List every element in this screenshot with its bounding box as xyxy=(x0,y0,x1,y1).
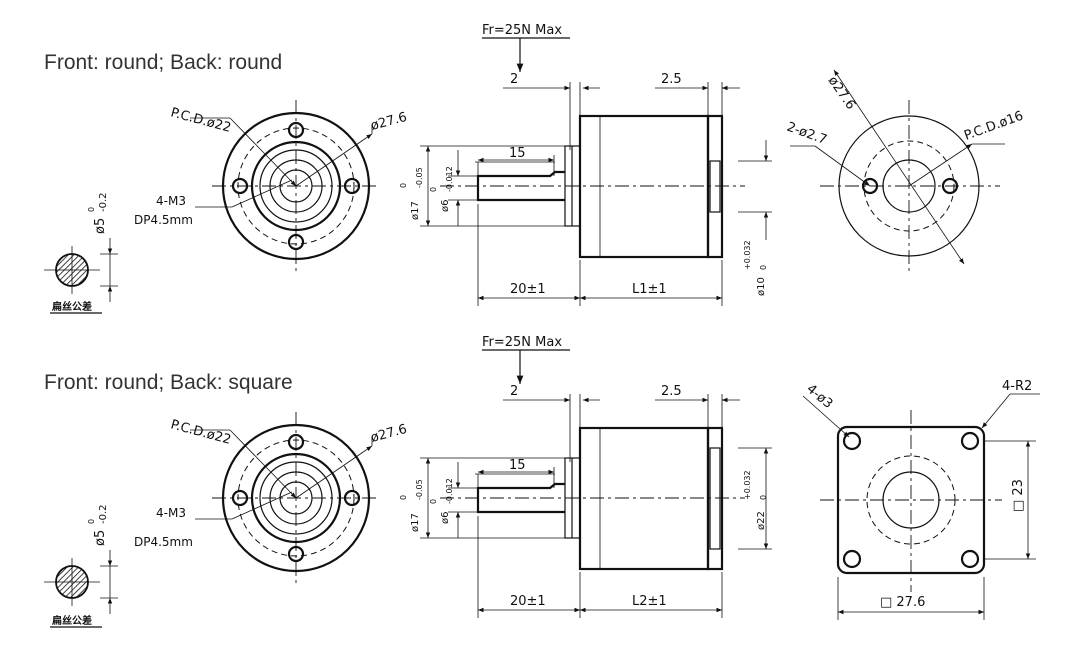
label-d276-bottom: ø27.6 xyxy=(369,422,409,446)
label-rear-d276: ø27.6 xyxy=(825,74,858,113)
label-d17-bottom: ø17 xyxy=(410,513,421,532)
label-sq-276: □ 27.6 xyxy=(880,595,925,610)
label-shaft-tol-dn-bottom: -0.2 xyxy=(98,504,109,524)
label-d6-dn-top: -0.012 xyxy=(445,166,454,192)
label-d22-dn: 0 xyxy=(759,495,768,500)
label-dim15-bottom: 15 xyxy=(509,458,526,473)
label-sq-4d3: 4-ø3 xyxy=(803,382,835,412)
label-flat-tol-top: 扁丝公差 xyxy=(52,300,92,313)
label-dim25-top: 2.5 xyxy=(661,72,682,87)
label-d10-top: ø10 xyxy=(756,277,767,296)
label-pcd22-top: P.C.D.ø22 xyxy=(169,105,233,135)
label-dim20-bottom: 20±1 xyxy=(510,594,546,609)
label-dim15-top: 15 xyxy=(509,146,526,161)
label-d6-up-top: 0 xyxy=(429,187,438,192)
label-d6-top: ø6 xyxy=(440,200,451,212)
side-view-bottom: Fr=25N Max 2 2.5 15 ø17 0 -0.05 xyxy=(399,335,772,618)
label-d17-dn-bottom: -0.05 xyxy=(415,479,424,500)
label-m3-bottom: 4-M3 xyxy=(156,506,186,520)
label-m3-top: 4-M3 xyxy=(156,194,186,208)
label-sq-4r2: 4-R2 xyxy=(1002,379,1032,394)
shaft-section-bottom: ø5 0 -0.2 扁丝公差 xyxy=(44,504,118,628)
label-shaft-tol-dn-top: -0.2 xyxy=(98,192,109,212)
label-shaft-tol-up-top: 0 xyxy=(87,207,96,212)
side-view-top: Fr=25N Max 2 2.5 15 ø17 0 -0.05 xyxy=(399,23,772,306)
label-sq-23: □ 23 xyxy=(1011,479,1026,512)
label-d6-up-bottom: 0 xyxy=(429,499,438,504)
label-shaft-tol-up-bottom: 0 xyxy=(87,519,96,524)
label-pcd22-bottom: P.C.D.ø22 xyxy=(169,417,233,447)
label-fr-top: Fr=25N Max xyxy=(482,23,562,38)
label-shaft-d-bottom: ø5 xyxy=(93,530,108,546)
label-rear-pcd16: P.C.D.ø16 xyxy=(962,109,1025,144)
label-dim20-top: 20±1 xyxy=(510,282,546,297)
label-L1: L1±1 xyxy=(632,282,667,297)
label-rear-2d27: 2-ø2.7 xyxy=(785,120,829,148)
title-top: Front: round; Back: round xyxy=(44,51,282,74)
label-dim25-bottom: 2.5 xyxy=(661,384,682,399)
label-dp-top: DP4.5mm xyxy=(134,213,193,227)
label-dim2-bottom: 2 xyxy=(510,384,518,399)
front-view-bottom: P.C.D.ø22 ø27.6 4-M3 DP4.5mm xyxy=(134,412,409,584)
label-flat-tol-bottom: 扁丝公差 xyxy=(52,614,92,627)
rear-view-square-bottom: 4-ø3 4-R2 □ 23 □ 27.6 xyxy=(802,379,1040,620)
label-shaft-d-top: ø5 xyxy=(93,218,108,234)
label-fr-bottom: Fr=25N Max xyxy=(482,335,562,350)
title-bottom: Front: round; Back: square xyxy=(44,371,293,394)
label-d22: ø22 xyxy=(756,511,767,530)
label-d17-up-bottom: 0 xyxy=(399,495,408,500)
front-view-top: P.C.D.ø22 ø27.6 4-M3 DP4.5mm xyxy=(134,100,409,272)
shaft-section-top: ø5 0 -0.2 扁丝公差 xyxy=(44,192,118,314)
label-d10-up-top: +0.032 xyxy=(743,240,752,270)
rear-view-top: ø27.6 2-ø2.7 P.C.D.ø16 xyxy=(785,69,1025,272)
label-d22-up: +0.032 xyxy=(743,470,752,500)
label-d17-dn-top: -0.05 xyxy=(415,167,424,188)
label-d6-bottom: ø6 xyxy=(440,512,451,524)
label-d10-dn-top: 0 xyxy=(759,265,768,270)
label-L2: L2±1 xyxy=(632,594,667,609)
label-d17-up-top: 0 xyxy=(399,183,408,188)
label-d6-dn-bottom: -0.012 xyxy=(445,478,454,504)
label-dp-bottom: DP4.5mm xyxy=(134,535,193,549)
label-d17-top: ø17 xyxy=(410,201,421,220)
label-dim2-top: 2 xyxy=(510,72,518,87)
label-d276-top: ø27.6 xyxy=(369,110,409,134)
